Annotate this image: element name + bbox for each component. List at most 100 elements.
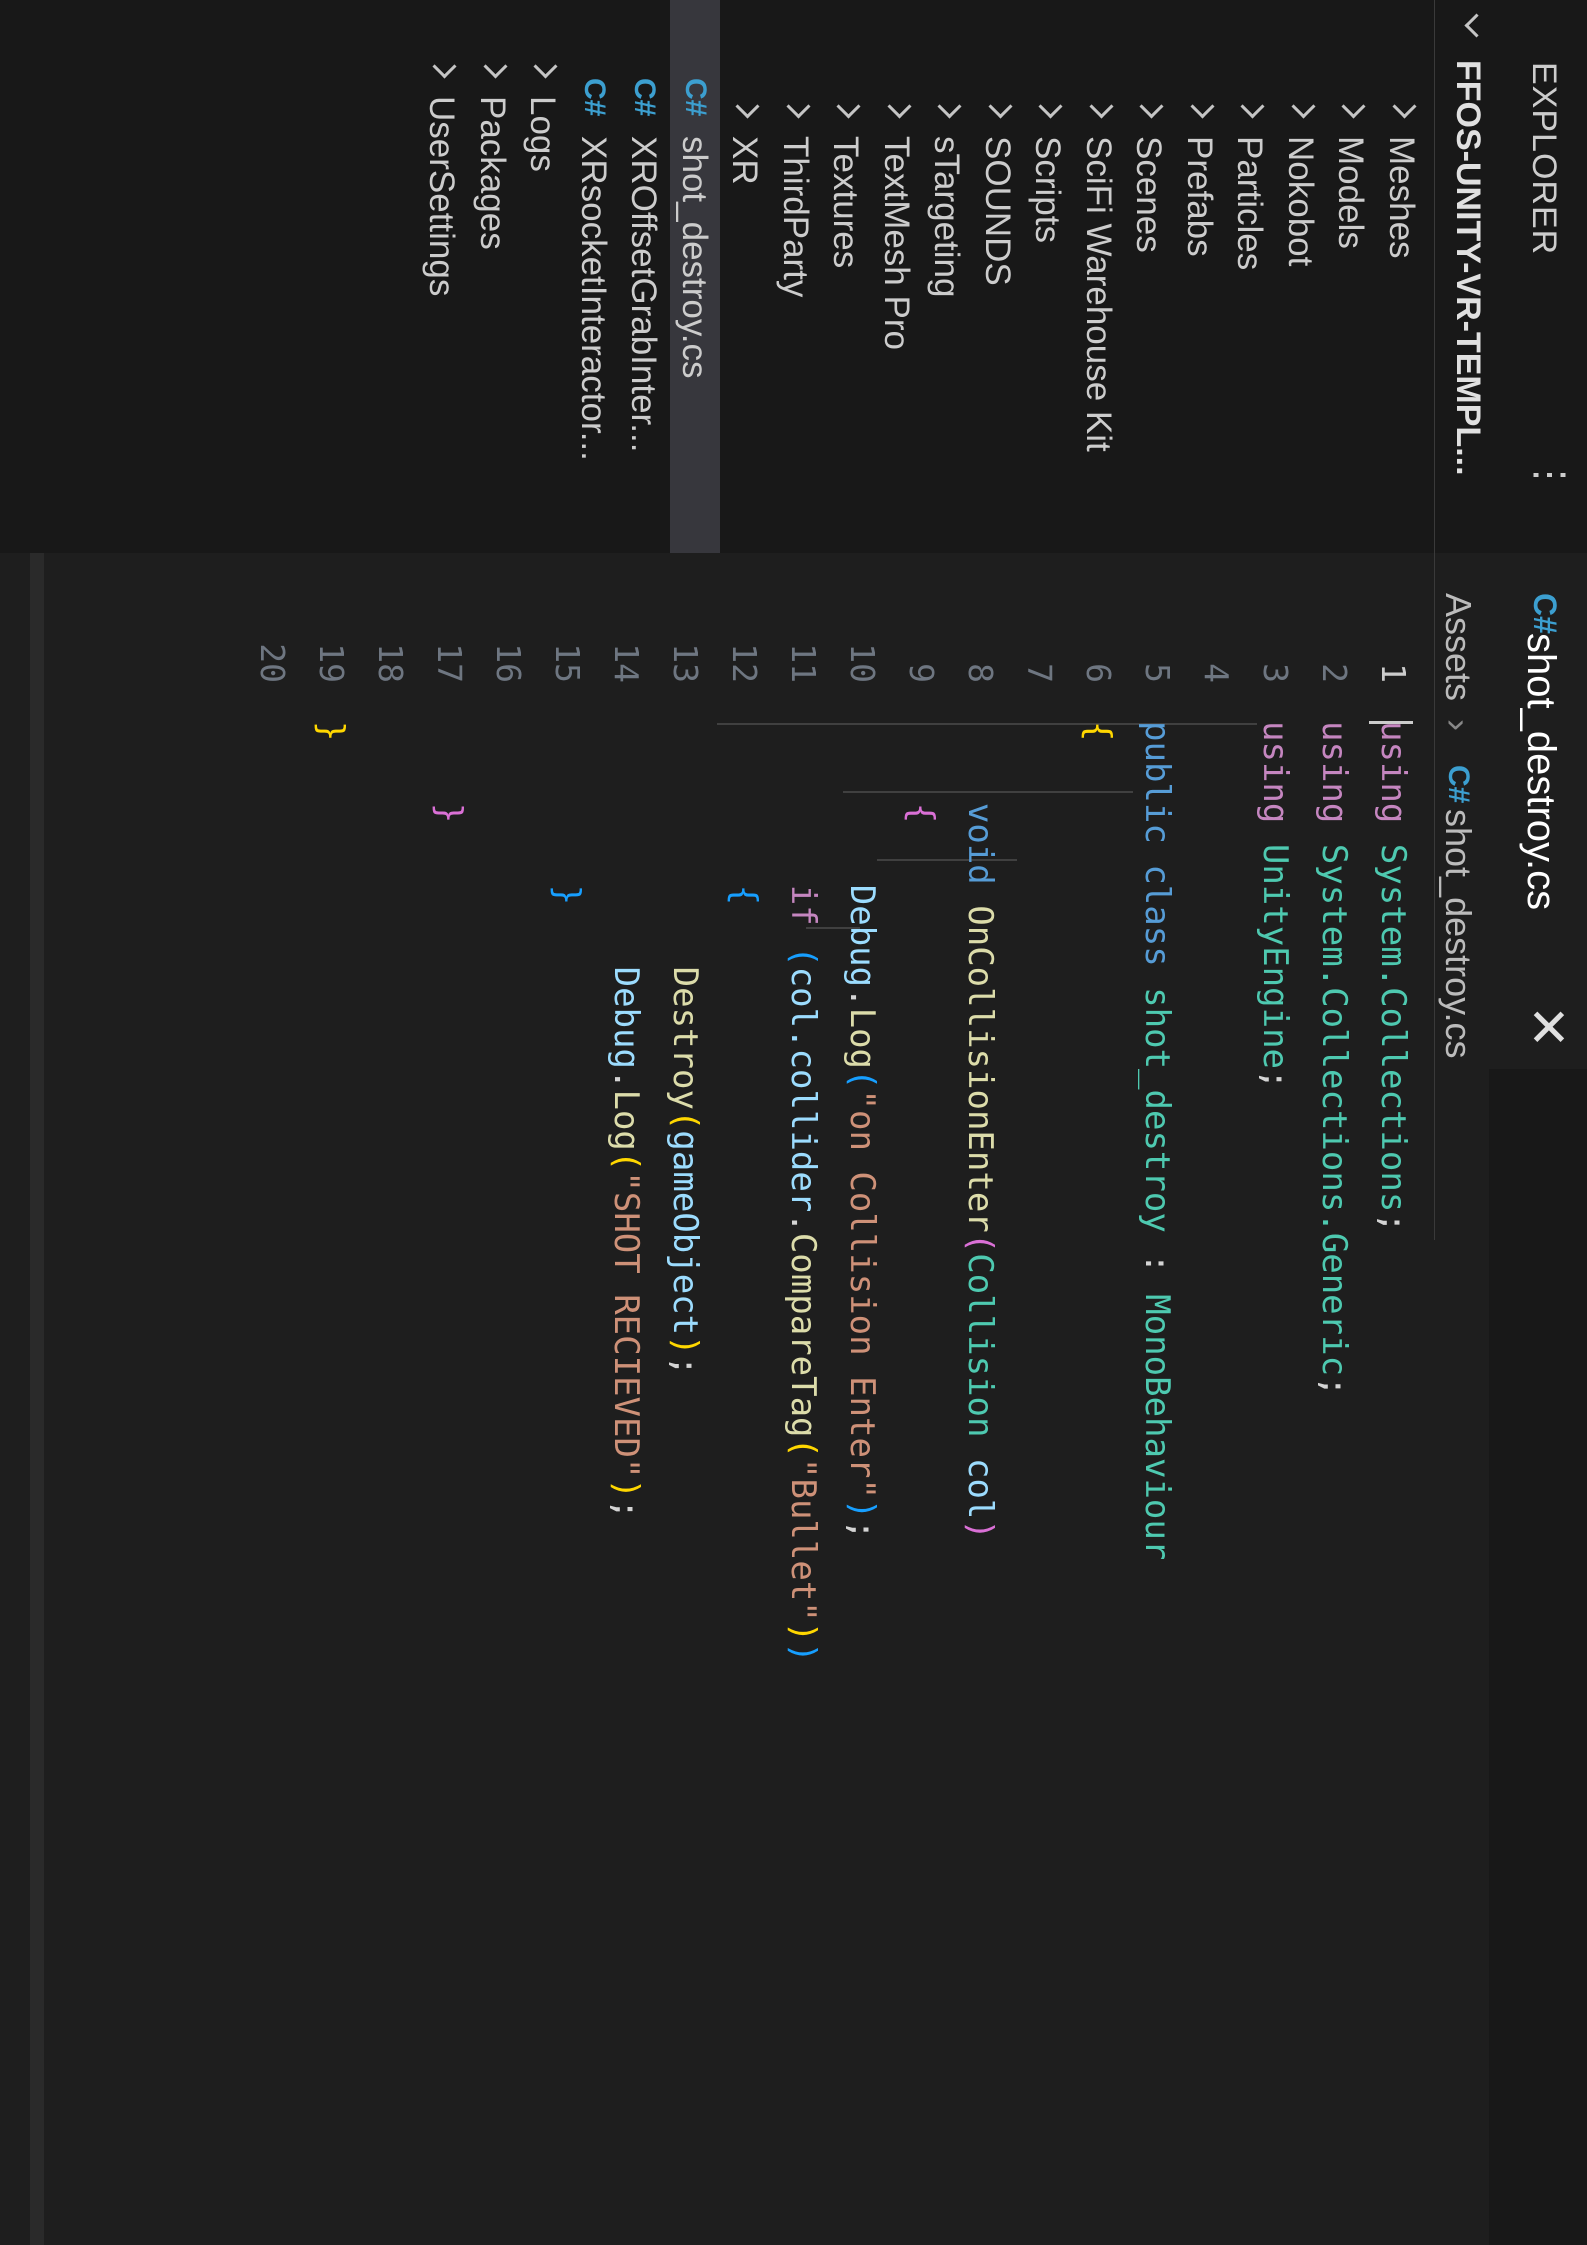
line-number: 18	[371, 643, 410, 683]
tree-item-label: Scenes	[1129, 136, 1169, 253]
code-line-2: using System.Collections.Generic;	[1314, 721, 1354, 1397]
workspace-label: FFOS-UNITY-VR-TEMPL...	[1449, 60, 1487, 476]
divider	[1434, 0, 1435, 1240]
punctuation: ;	[665, 1355, 705, 1377]
folder-item[interactable]: Meshes	[1377, 0, 1427, 553]
csharp-file-icon: C#	[628, 78, 662, 117]
more-actions-icon[interactable]: ⋮	[1528, 455, 1572, 495]
paren: (	[665, 1109, 705, 1131]
folder-item[interactable]: Scripts	[1024, 0, 1074, 553]
keyword: class	[1137, 864, 1177, 967]
code-line-8: void OnCollisionEnter(Collision col)	[960, 721, 1000, 1540]
line-number: 6	[1079, 663, 1118, 683]
code-line-5: public class shot_destroy : MonoBehaviou…	[1137, 721, 1177, 1560]
breadcrumb-folder[interactable]: Assets	[1438, 593, 1479, 702]
breadcrumb-separator-icon: ›	[1438, 719, 1479, 731]
paren: (	[842, 1069, 882, 1090]
keyword: public	[1137, 721, 1177, 844]
folder-item[interactable]: sTargeting	[923, 0, 973, 553]
chevron-right-icon	[1341, 94, 1367, 119]
brace: {	[1078, 721, 1118, 742]
punctuation: .	[606, 1069, 646, 1090]
brace: }	[311, 721, 351, 742]
tree-item-label: ThirdParty	[776, 136, 815, 298]
folder-item[interactable]: Textures	[822, 0, 872, 553]
folder-item[interactable]: XR	[721, 0, 771, 553]
punctuation: ;	[842, 1519, 882, 1540]
file-item[interactable]: C#XROffsetGrabInter...	[620, 0, 670, 553]
punctuation: .	[783, 1212, 823, 1233]
paren: (	[783, 946, 823, 967]
folder-item[interactable]: Logs	[519, 0, 569, 553]
string: "SHOT RECIEVED"	[606, 1171, 646, 1479]
chevron-right-icon	[1089, 94, 1114, 119]
vertical-scrollbar[interactable]	[30, 553, 44, 2245]
method-name: OnCollisionEnter	[960, 905, 1000, 1233]
explorer-title: EXPLORER	[1525, 62, 1563, 256]
punctuation: ;	[1255, 1069, 1295, 1090]
parameter: col	[960, 1457, 1000, 1520]
line-number: 3	[1256, 663, 1295, 683]
brace: }	[429, 802, 469, 824]
workspace-root[interactable]: FFOS-UNITY-VR-TEMPL...	[1441, 0, 1503, 553]
folder-item[interactable]: TextMesh Pro	[872, 0, 922, 553]
code-line-12: {	[724, 721, 764, 905]
folder-item[interactable]: Prefabs	[1175, 0, 1225, 553]
line-number: 20	[253, 643, 292, 683]
line-number: 4	[1197, 663, 1236, 683]
tree-item-label: Textures	[826, 136, 866, 269]
folder-item[interactable]: Models	[1327, 0, 1377, 553]
chevron-right-icon	[1190, 94, 1215, 119]
paren: )	[665, 1335, 705, 1356]
method-name: Log	[606, 1089, 646, 1151]
namespace: System.Collections.Generic	[1314, 843, 1354, 1377]
file-item[interactable]: C#shot_destroy.cs	[670, 0, 720, 553]
line-number: 12	[725, 643, 764, 683]
keyword: if	[783, 884, 823, 926]
tab-label: shot_destroy.cs	[1519, 633, 1563, 911]
csharp-file-icon: C#	[578, 78, 611, 117]
tree-item-label: UserSettings	[422, 96, 462, 297]
tree-item-label: XRsocketInteractor...	[574, 136, 613, 461]
punctuation: .	[842, 987, 882, 1008]
line-number: 14	[607, 643, 646, 683]
chevron-right-icon	[432, 54, 458, 79]
paren: )	[783, 1621, 823, 1643]
class-name: shot_destroy	[1137, 987, 1177, 1233]
chevron-right-icon	[937, 94, 963, 119]
code-line-10: Debug.Log("on Collision Enter");	[842, 721, 882, 1540]
chevron-right-icon	[483, 54, 508, 79]
folder-item[interactable]: Packages	[468, 0, 518, 553]
folder-item[interactable]: Particles	[1226, 0, 1276, 553]
chevron-right-icon	[1392, 94, 1417, 119]
line-number: 10	[843, 643, 882, 683]
tree-item-label: Particles	[1230, 136, 1270, 271]
close-icon[interactable]: ✕	[1518, 1005, 1576, 1049]
paren: )	[606, 1478, 646, 1499]
folder-item[interactable]: Scenes	[1125, 0, 1175, 553]
punctuation: ;	[1314, 1376, 1354, 1397]
method-name: CompareTag	[783, 1232, 823, 1438]
folder-item[interactable]: UserSettings	[418, 0, 468, 553]
tree-item-label: Logs	[523, 96, 563, 172]
line-number: 1	[1374, 663, 1413, 683]
tab-shot-destroy[interactable]: C# shot_destroy.cs ✕	[1489, 553, 1587, 1069]
tree-item-label: Models	[1331, 136, 1371, 249]
chevron-right-icon	[1291, 94, 1316, 119]
tab-bar: C# shot_destroy.cs ✕	[1489, 553, 1587, 2245]
code-line-19: }	[311, 721, 351, 741]
paren: )	[960, 1519, 1000, 1540]
chevron-right-icon	[533, 54, 559, 79]
explorer-header: EXPLORER ⋮	[1503, 0, 1587, 553]
tree-item-label: Prefabs	[1180, 136, 1219, 257]
punctuation: ;	[606, 1498, 646, 1520]
tree-item-label: Packages	[473, 96, 512, 250]
folder-item[interactable]: Nokobot	[1276, 0, 1326, 553]
breadcrumb-file[interactable]: shot_destroy.cs	[1438, 809, 1479, 1059]
file-item[interactable]: C# XRsocketInteractor...	[569, 0, 619, 553]
folder-item[interactable]: ThirdParty	[771, 0, 821, 553]
chevron-right-icon	[887, 94, 912, 119]
folder-item[interactable]: SciFi Warehouse Kit	[1074, 0, 1124, 553]
tree-item-label: XR	[725, 136, 765, 185]
folder-item[interactable]: SOUNDS	[973, 0, 1023, 553]
